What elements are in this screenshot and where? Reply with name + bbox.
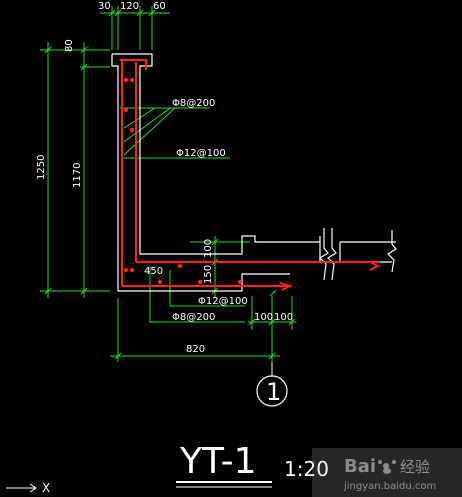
dim-slab-100: 100 <box>203 239 214 258</box>
dim-slab-150: 150 <box>203 265 214 284</box>
dim-slab-450: 450 <box>144 266 163 277</box>
dim-bottom-100-b: 100 <box>274 312 293 323</box>
paw-icon <box>378 460 396 474</box>
bar-label-top-phi8: Φ8@200 <box>172 98 215 109</box>
ucs-axis: X <box>6 481 50 495</box>
dim-1170: 1170 <box>72 163 83 188</box>
top-dimension-texts: 30 120 60 <box>98 1 166 12</box>
dim-top-60: 60 <box>153 1 166 12</box>
dim-bottom-100-a: 100 <box>254 312 273 323</box>
dim-80: 80 <box>64 39 75 52</box>
rebar-dots <box>123 77 243 285</box>
dim-top-30: 30 <box>98 1 111 12</box>
dim-1250: 1250 <box>36 155 47 180</box>
dim-820: 820 <box>186 344 205 355</box>
bar-label-bottom-phi12: Φ12@100 <box>198 296 248 307</box>
drawing-title: YT-1 <box>179 441 257 482</box>
drawing-scale: 1:20 <box>284 457 329 481</box>
bar-label-bottom-phi8: Φ8@200 <box>172 312 215 323</box>
section-marker: 1 <box>256 362 288 407</box>
rebar <box>120 59 381 291</box>
watermark-brand: Bai <box>344 456 376 477</box>
title-block: YT-1 1:20 <box>176 441 329 488</box>
watermark: Bai 经验 jingyan.baidu.com <box>312 448 462 497</box>
bar-label-top-phi12: Φ12@100 <box>176 148 226 159</box>
section-marker-number: 1 <box>266 378 281 406</box>
dim-top-120: 120 <box>120 1 139 12</box>
watermark-suffix: 经验 <box>400 458 430 476</box>
structure-outline <box>111 53 397 292</box>
watermark-url: jingyan.baidu.com <box>343 481 436 492</box>
axis-x-label: X <box>42 481 50 495</box>
dimension-lines <box>40 6 296 362</box>
